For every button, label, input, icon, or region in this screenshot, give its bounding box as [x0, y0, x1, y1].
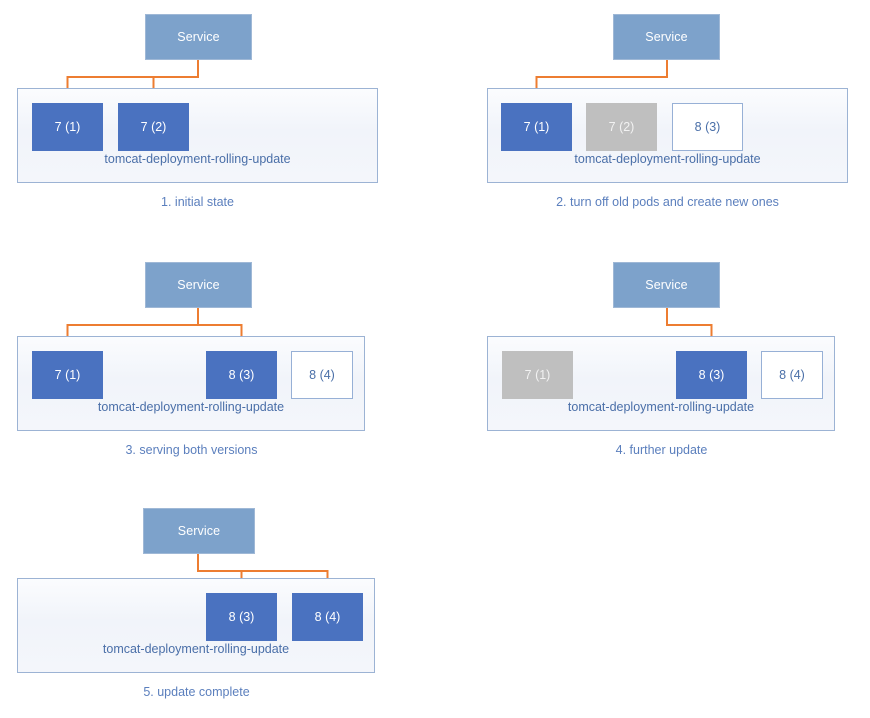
deployment-name-label: tomcat-deployment-rolling-update [567, 400, 755, 414]
service-node[interactable]: Service [145, 262, 252, 308]
pod-8-4[interactable]: 8 (4) [292, 593, 363, 641]
panel-4-caption: 4. further update [615, 443, 708, 457]
pod-8-3[interactable]: 8 (3) [206, 351, 277, 399]
deployment-name-label: tomcat-deployment-rolling-update [97, 400, 285, 414]
pod-8-3[interactable]: 8 (3) [672, 103, 743, 151]
service-node[interactable]: Service [613, 14, 720, 60]
pod-7-1[interactable]: 7 (1) [501, 103, 572, 151]
service-node[interactable]: Service [145, 14, 252, 60]
pod-8-4[interactable]: 8 (4) [291, 351, 353, 399]
pod-7-2[interactable]: 7 (2) [586, 103, 657, 151]
panel-3-caption: 3. serving both versions [125, 443, 258, 457]
pod-8-3[interactable]: 8 (3) [676, 351, 747, 399]
pod-7-1[interactable]: 7 (1) [32, 351, 103, 399]
pod-7-2[interactable]: 7 (2) [118, 103, 189, 151]
deployment-name-label: tomcat-deployment-rolling-update [104, 152, 291, 166]
service-node[interactable]: Service [143, 508, 255, 554]
pod-8-3[interactable]: 8 (3) [206, 593, 277, 641]
deployment-name-label: tomcat-deployment-rolling-update [102, 642, 290, 656]
panel-5-caption: 5. update complete [143, 685, 250, 699]
panel-2-caption: 2. turn off old pods and create new ones [556, 195, 779, 209]
pod-7-1[interactable]: 7 (1) [502, 351, 573, 399]
deployment-name-label: tomcat-deployment-rolling-update [574, 152, 761, 166]
pod-7-1[interactable]: 7 (1) [32, 103, 103, 151]
pod-8-4[interactable]: 8 (4) [761, 351, 823, 399]
service-node[interactable]: Service [613, 262, 720, 308]
panel-1-caption: 1. initial state [161, 195, 234, 209]
